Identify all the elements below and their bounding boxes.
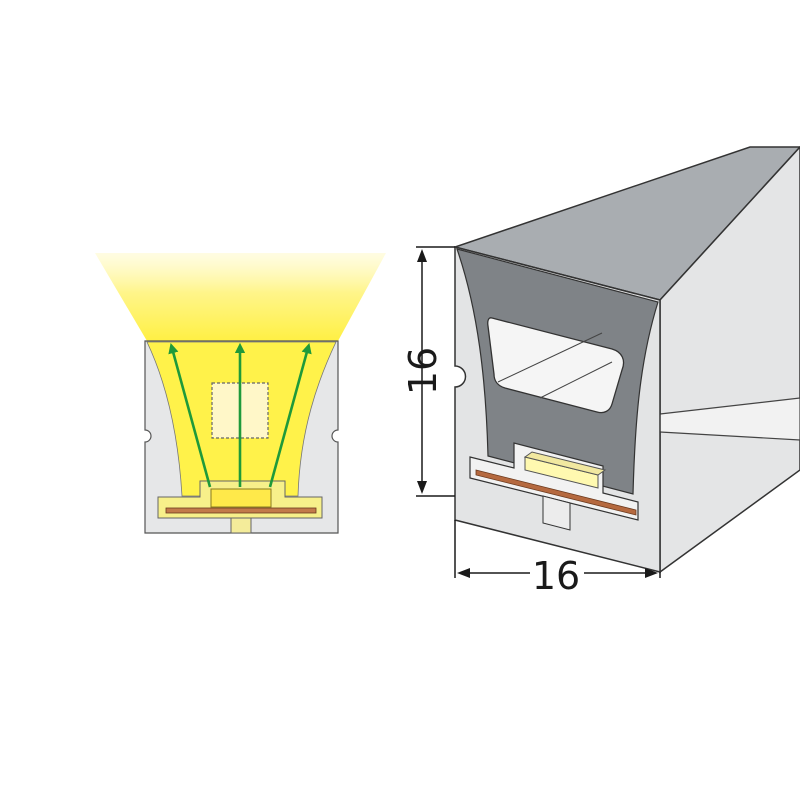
cross-section-view [95, 253, 386, 534]
light-rays [168, 342, 312, 488]
width-label: 16 [532, 554, 580, 598]
connector-tab [230, 517, 252, 534]
profile-3d-view [452, 145, 800, 574]
arrow-up-icon [268, 342, 312, 488]
height-dimension [416, 246, 455, 497]
channel-inner-line [539, 361, 613, 399]
pcb-strip [165, 507, 317, 514]
arrow-up-icon [168, 342, 212, 488]
light-beam [95, 253, 386, 341]
height-label: 16 [401, 347, 445, 395]
pcb-strip [475, 469, 637, 516]
led-chip [210, 488, 272, 508]
width-dimension [454, 520, 661, 578]
channel-window [487, 317, 625, 414]
led-chip-top [523, 451, 607, 476]
channel-inner-line [497, 332, 603, 383]
connector-tab [542, 495, 571, 531]
